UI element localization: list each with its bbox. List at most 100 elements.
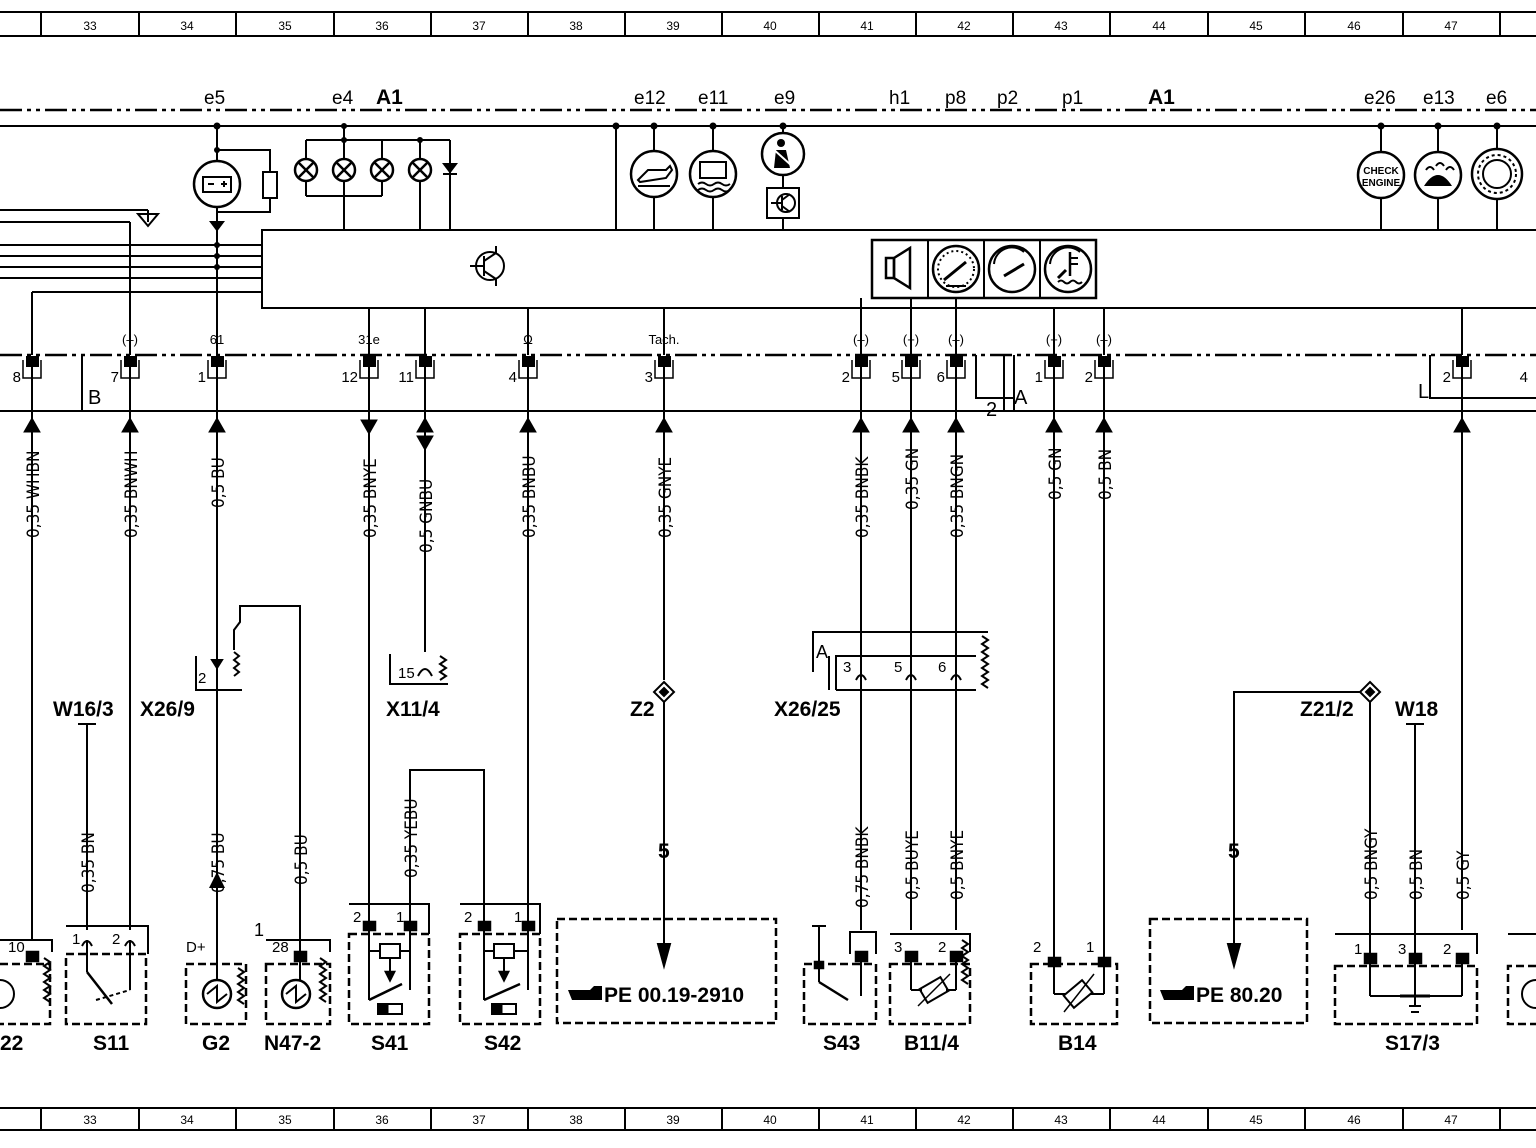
top-ruler bbox=[0, 11, 1536, 37]
pin-num-a1: 1 bbox=[1035, 369, 1043, 386]
coolant-temperature-gauge-icon bbox=[1043, 244, 1093, 294]
pin-signal-5: (+) bbox=[903, 332, 919, 347]
s11-pin-2: 2 bbox=[112, 931, 120, 948]
indicator-code-h1: h1 bbox=[889, 88, 910, 109]
component-g2 bbox=[184, 930, 248, 1026]
wire-label-bn-05: 0,5 BN bbox=[1096, 449, 1116, 500]
lower-wire-label-bnbk: 0,75 BNBK bbox=[853, 826, 873, 908]
s41-pin-1: 1 bbox=[396, 909, 404, 926]
s17-3-pin-3: 3 bbox=[1398, 941, 1406, 958]
pe-ref-box-2 bbox=[1148, 917, 1309, 1025]
g2-arrow bbox=[209, 872, 225, 888]
ruler-bottom-col-43: 43 bbox=[1054, 1113, 1068, 1127]
indicator-code-e4: e4 bbox=[332, 88, 354, 109]
z21-2-junction bbox=[1226, 680, 1382, 970]
component-s17-3-label: S17/3 bbox=[1385, 1032, 1440, 1055]
wire-label-bnbu: 0,35 BNBU bbox=[520, 455, 540, 538]
control-transistor-icon bbox=[470, 246, 505, 286]
wire-label-bu: 0,5 BU bbox=[209, 457, 229, 508]
indicator-code-e13: e13 bbox=[1423, 88, 1455, 109]
transistor-icon bbox=[771, 193, 796, 213]
tachometer-icon bbox=[987, 244, 1037, 294]
ruler-bottom-col-47: 47 bbox=[1444, 1113, 1458, 1127]
g2-pin-dplus: D+ bbox=[186, 939, 206, 956]
component-n47-2-pins: 1 28 bbox=[254, 920, 289, 956]
pin-num-1: 1 bbox=[198, 369, 206, 386]
pin-signal-2: (–) bbox=[853, 332, 869, 347]
hand-pointer-icon-2 bbox=[1160, 986, 1194, 1000]
component-b14 bbox=[1029, 956, 1119, 1026]
component-22-label: 22 bbox=[0, 1032, 23, 1055]
component-s42 bbox=[458, 903, 542, 1026]
connector-labels: B A 2 L bbox=[88, 381, 1429, 421]
ruler-col-41: 41 bbox=[860, 19, 874, 33]
component-s11-label: S11 bbox=[93, 1032, 130, 1055]
indicator-code-e9: e9 bbox=[774, 88, 795, 109]
x26-25-pin-6: 6 bbox=[938, 659, 946, 676]
pin-numbers: 8 7 1 12 11 4 3 2 5 6 1 2 2 4 bbox=[13, 369, 1528, 386]
indicator-code-e26: e26 bbox=[1364, 88, 1396, 109]
x26-25-pin-5: 5 bbox=[894, 659, 902, 676]
ruler-col-36: 36 bbox=[375, 19, 389, 33]
component-n47-2-label: N47-2 bbox=[264, 1032, 321, 1055]
ruler-col-34: 34 bbox=[180, 19, 194, 33]
transistor-box bbox=[766, 187, 800, 219]
check-engine-icon bbox=[1356, 150, 1406, 200]
pin-signal-6: (–) bbox=[948, 332, 964, 347]
lower-wire-label-bu-05: 0,5 BU bbox=[292, 834, 312, 885]
z2-label: Z2 bbox=[630, 698, 655, 721]
pin-num-5: 5 bbox=[892, 369, 900, 386]
ruler-bottom-col-37: 37 bbox=[472, 1113, 486, 1127]
pin-num-11: 11 bbox=[398, 369, 414, 386]
pin-signals: (–) 61 31e Ω Tach. (–) (+) (–) (+) (–) bbox=[122, 332, 1112, 347]
w16-3-junction bbox=[78, 723, 96, 930]
ruler-col-40: 40 bbox=[763, 19, 777, 33]
module-labels: A1 A1 e5 e4 e12 e11 e9 h1 p8 p2 p1 e26 e… bbox=[204, 86, 1507, 109]
check-engine-line-2: ENGINE bbox=[1362, 178, 1401, 189]
washer-fluid-icon bbox=[1413, 150, 1463, 200]
pin-num-2: 2 bbox=[842, 369, 850, 386]
connector-b-label: B bbox=[88, 387, 101, 409]
s11-pin-1: 1 bbox=[72, 931, 80, 948]
lower-wire-label-bn-05: 0,5 BN bbox=[1407, 849, 1427, 900]
ruler-col-46: 46 bbox=[1347, 19, 1361, 33]
wire-label-bnwh: 0,35 BNWH bbox=[122, 451, 142, 538]
ruler-bottom-col-39: 39 bbox=[666, 1113, 680, 1127]
resistor-icon bbox=[262, 171, 278, 199]
upper-wires bbox=[31, 420, 1463, 960]
x26-9-pin: 2 bbox=[198, 670, 206, 687]
lower-wire-label-bu: 0,75 BU bbox=[209, 832, 229, 893]
lower-wire-label-bn: 0,35 BN bbox=[79, 832, 99, 893]
ruler-bottom-col-35: 35 bbox=[278, 1113, 292, 1127]
gauge-dividers bbox=[927, 240, 1041, 298]
check-engine-line-1: CHECK bbox=[1363, 166, 1399, 177]
component-s41-label: S41 bbox=[371, 1032, 409, 1055]
ruler-bottom-col-42: 42 bbox=[957, 1113, 971, 1127]
pin-signal-12: 31e bbox=[358, 332, 380, 347]
upper-wire-labels: 0,35 WHBN 0,35 BNWH 0,5 BU 0,35 BNYE 0,5… bbox=[24, 448, 1116, 553]
pin-num-l4: 4 bbox=[1520, 369, 1528, 386]
component-s41 bbox=[347, 903, 431, 1026]
z21-2-route-num: 5 bbox=[1228, 840, 1240, 863]
ruler-col-44: 44 bbox=[1152, 19, 1166, 33]
lower-wire-label-bnye: 0,5 BNYE bbox=[948, 830, 968, 900]
indicator-code-p2: p2 bbox=[997, 88, 1018, 109]
connector-a-number: 2 bbox=[986, 399, 997, 421]
lower-wire-label-yebu: 0,35 YEBU bbox=[402, 798, 422, 878]
ruler-bottom-col-40: 40 bbox=[763, 1113, 777, 1127]
buzzer-icon bbox=[884, 245, 912, 291]
ruler-bottom-col-33: 33 bbox=[83, 1113, 97, 1127]
ruler-bottom-col-34: 34 bbox=[180, 1113, 194, 1127]
ruler-col-42: 42 bbox=[957, 19, 971, 33]
component-22 bbox=[0, 939, 53, 1026]
x26-25-label: X26/25 bbox=[774, 698, 841, 721]
ruler-col-33: 33 bbox=[83, 19, 97, 33]
indicator-code-e6: e6 bbox=[1486, 88, 1507, 109]
wire-label-gnbu: 0,5 GNBU bbox=[417, 479, 437, 553]
component-b14-label: B14 bbox=[1058, 1032, 1097, 1055]
w18-junction bbox=[1406, 723, 1424, 955]
component-s43-label: S43 bbox=[823, 1032, 860, 1055]
x26-25-a-label: A bbox=[816, 642, 828, 662]
component-s42-pins: 2 1 bbox=[464, 909, 522, 926]
